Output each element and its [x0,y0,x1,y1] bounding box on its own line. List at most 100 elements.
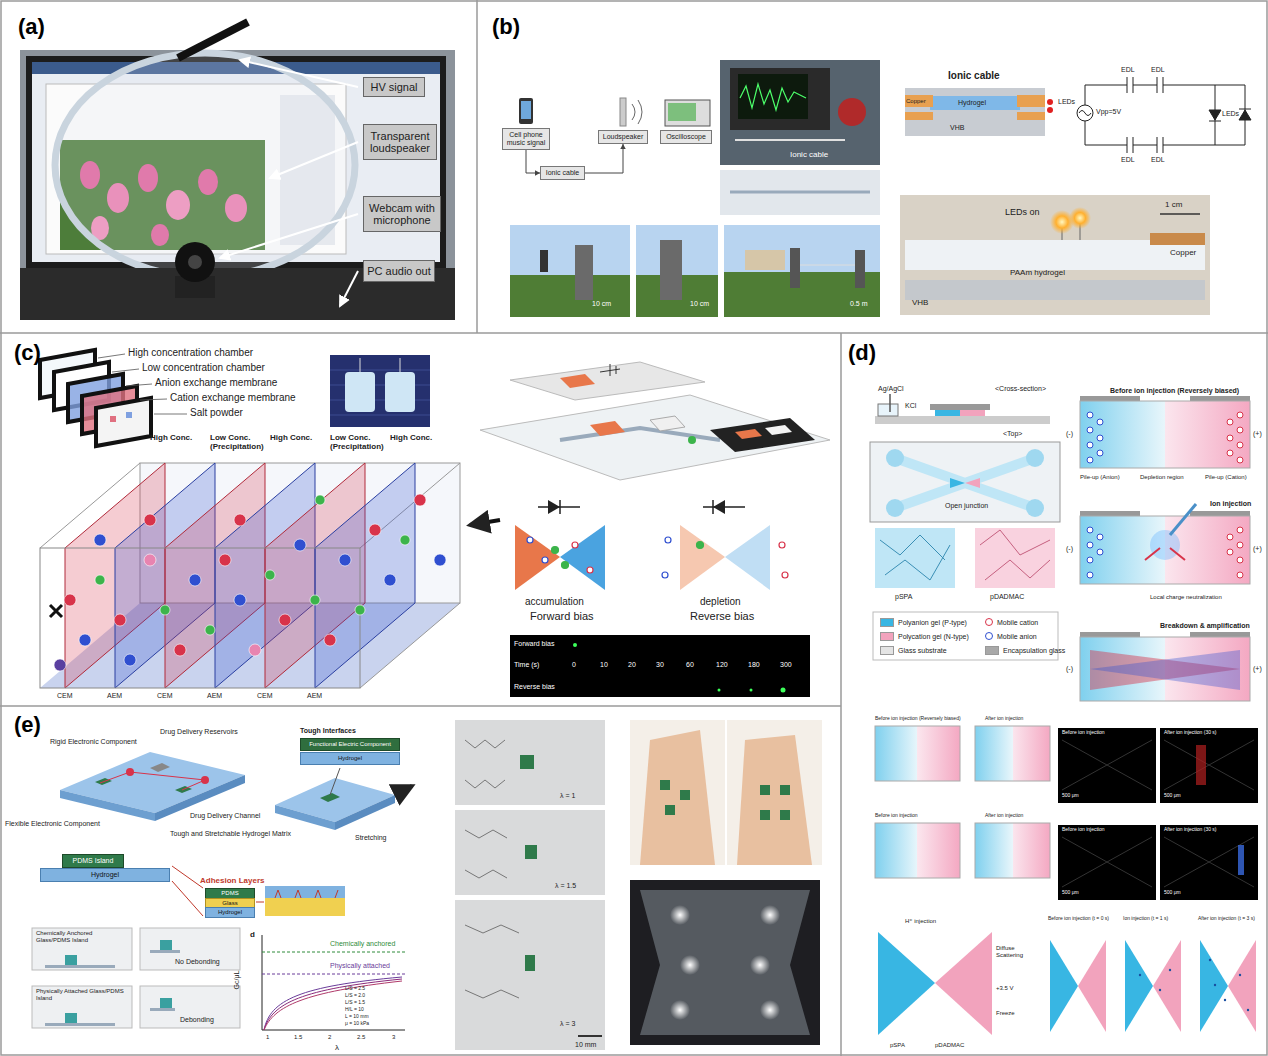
leader-arrow [220,60,358,306]
bowtie-diagram [1200,940,1228,1032]
junction-diagram [1237,572,1243,578]
top-view [1026,499,1044,517]
stretch-photo [525,845,537,859]
label: 10 mm [575,1041,596,1049]
outdoor-photo [510,225,630,317]
hydrogel-device [60,752,412,830]
bowtie-diagram [1247,1009,1249,1011]
diode-device [688,436,696,444]
label: Salt powder [190,407,243,419]
photo [740,84,806,110]
label: Before ion injection (Reversely biased) [875,716,961,722]
bowtie-diagram [1078,940,1106,1032]
photo [730,68,830,130]
cross-section [930,404,990,410]
ionic-cable-schematic [1017,112,1045,120]
label-box: Oscilloscope [660,130,712,144]
chamber-box [144,554,156,566]
chamber-box [95,575,105,585]
label: (b) [492,14,520,39]
adhesion-zoom [265,898,345,916]
outdoor-photo [724,225,880,317]
skin-photo [760,810,770,820]
debond-photo [32,928,240,1028]
chamber-box [324,634,336,646]
led-photo [1160,213,1200,215]
skin-photo [630,880,820,1045]
top-view [895,458,1035,508]
panel-frame [0,332,1268,334]
led-photo [1150,233,1205,245]
label: Diffuse Scattering [996,945,1036,959]
diode-device [560,428,720,440]
label: accumulation [525,596,584,608]
laptop-photo [178,22,248,58]
skin-photo [780,810,790,820]
label: Breakdown & amplification [1160,622,1250,630]
junction-diagram [1237,427,1243,433]
debond-photo [32,986,132,1028]
label: pDADMAC [990,593,1024,601]
label-box: Hydrogel [205,907,255,918]
micrograph-rows [975,823,1050,878]
label: 120 [716,661,728,669]
diode-bias-diagram [665,537,671,543]
diode-device [735,429,762,439]
label: +3.5 V [996,985,1014,992]
label: (a) [18,14,45,39]
box-text: HV signal [370,81,417,93]
label: Local charge neutralization [1150,594,1222,601]
junction-diagram [1090,650,1240,690]
junction-diagram [1227,527,1243,578]
diode-device [510,362,705,400]
circuit [1079,111,1091,116]
diode-device [480,362,830,480]
stretch-photo [465,830,507,878]
skin-photo [737,735,812,865]
photo [735,139,845,141]
laptop-photo [55,53,355,277]
exploded-stack [40,350,151,446]
label-box: Cell phone music signal [502,128,550,150]
box-text: Hydrogel [218,909,242,916]
outdoor-photo [800,265,855,266]
diode-bias-diagram [527,537,788,578]
bowtie-diagram [1139,974,1141,976]
junction-diagram [1190,632,1250,637]
label: Cation exchange membrane [170,392,296,404]
skin-photo [760,785,770,795]
label: Stretching [355,834,387,842]
legend-text: Mobile anion [997,633,1037,640]
label: (+) [1253,545,1262,553]
plot [264,979,402,1030]
ionic-cable-schematic [905,88,1053,136]
top-view [965,478,980,488]
label: (e) [14,712,41,737]
laptop-photo [20,22,455,320]
label: Gc/μL [233,971,241,990]
bowtie-diagram [878,932,935,1035]
junction-diagram [1087,427,1093,433]
chamber-box [315,495,325,505]
leader-line [126,384,152,386]
chamber-box [384,574,396,586]
flow-icons [521,101,531,119]
bowtie-diagram [1224,999,1226,1001]
label: Pile-up (Anion) [1080,474,1120,481]
panel-frame [840,333,842,1056]
stretch-photo [520,755,534,769]
top-view [886,449,904,467]
skin-photo [680,955,700,975]
label: Tough Interfaces [300,727,356,735]
chamber-box [339,554,351,566]
label: (-) [1066,545,1073,553]
chamber-box [294,539,306,551]
chamber-box [124,654,136,666]
label: L/S = 2.0 [345,993,365,999]
connector [585,144,623,173]
outdoor-photo [636,225,718,317]
box-text: Oscilloscope [666,133,706,141]
diode-bias-diagram [703,500,745,514]
label: λ [335,1043,339,1052]
